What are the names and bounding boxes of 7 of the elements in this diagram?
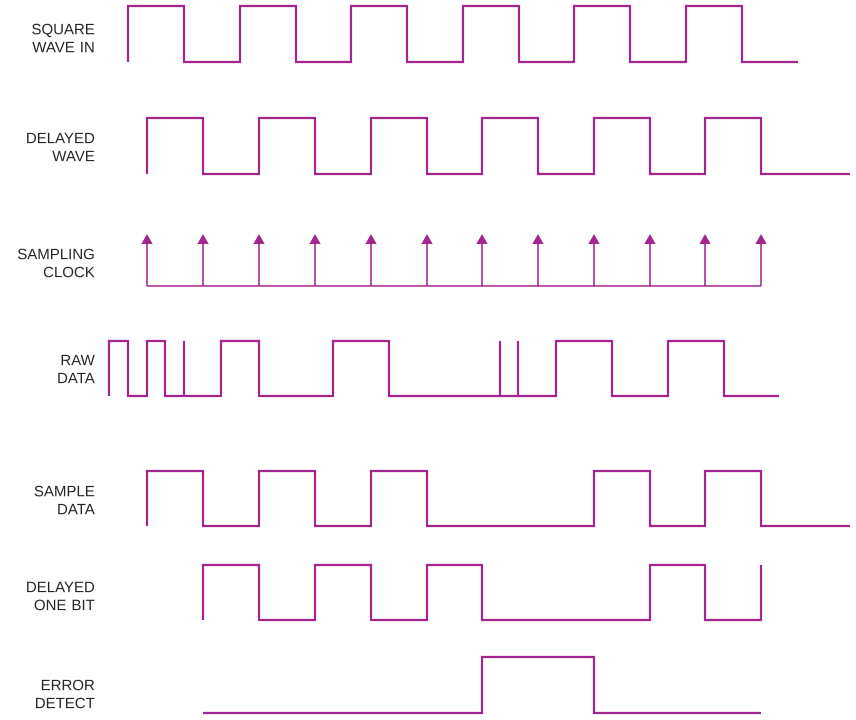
signal-label: RAW DATA	[58, 354, 95, 384]
signal-label: ERROR DETECT	[36, 680, 94, 708]
signal-label: SQUARE WAVE IN	[32, 24, 94, 52]
signal-label: SAMPLE DATA	[34, 486, 95, 514]
signal-label: SAMPLING CLOCK	[18, 248, 95, 278]
signal-label: DELAYED ONE BIT	[27, 582, 94, 610]
signal-label: DELAYED WAVE	[27, 132, 94, 162]
